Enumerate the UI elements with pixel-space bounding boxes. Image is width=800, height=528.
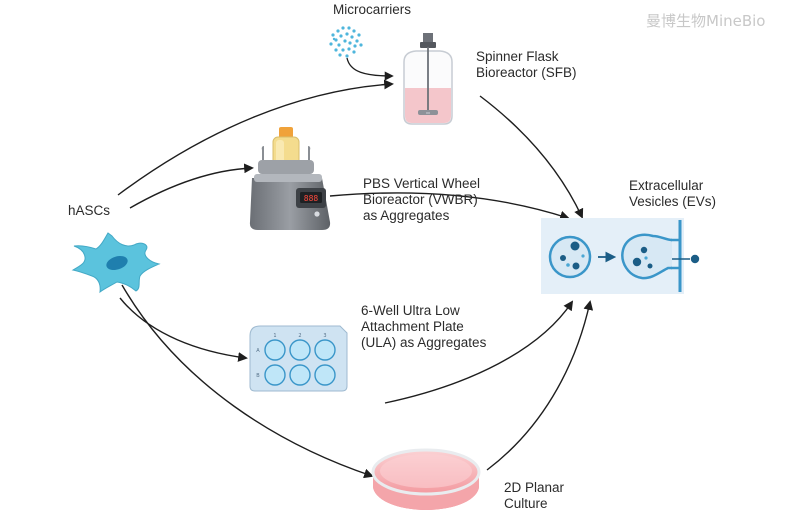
- plate-row-label: A: [256, 348, 260, 354]
- extracellular-vesicles-label: Extracellular Vesicles (EVs): [629, 178, 716, 210]
- vwbr-display: 888: [304, 194, 319, 203]
- arrow-sfb-to-evs: [479, 95, 584, 219]
- plate-row-label: B: [256, 373, 260, 379]
- petri-dish-icon: [371, 448, 481, 510]
- label-line: PBS Vertical Wheel: [363, 176, 481, 191]
- spinner-flask-label: Spinner Flask Bioreactor (SFB): [476, 49, 577, 81]
- microcarriers-icon: [329, 26, 363, 58]
- arrow-hascs-to-planar: [121, 284, 374, 479]
- ula-plate-label: 6-Well Ultra Low Attachment Plate (ULA) …: [361, 303, 486, 351]
- arrow-planar-to-evs: [486, 300, 594, 471]
- vwbr-bioreactor-icon: 888: [249, 127, 331, 230]
- ev-secretion-icon: [541, 218, 700, 294]
- arrow-vwbr-to-evs: [329, 192, 570, 221]
- label-line: (ULA) as Aggregates: [361, 335, 487, 350]
- microcarriers-label: Microcarriers: [333, 2, 412, 17]
- spinner-flask-icon: [403, 33, 453, 125]
- arrow-ula-to-evs: [384, 300, 574, 404]
- arrow-hascs-to-vwbr: [129, 163, 254, 209]
- ula-plate-icon: 1 2 3 A B: [249, 325, 348, 392]
- vwbr-label: PBS Vertical Wheel Bioreactor (VWBR) as …: [363, 176, 480, 224]
- label-line: Spinner Flask: [476, 49, 559, 64]
- label-line: Bioreactor (SFB): [476, 65, 577, 80]
- label-line: 6-Well Ultra Low: [361, 303, 460, 318]
- arrow-hascs-to-ula: [119, 297, 248, 362]
- label-line: Culture: [504, 496, 548, 511]
- plate-col-label: 1: [273, 333, 276, 339]
- arrow-microcarriers-to-sfb: [346, 57, 394, 81]
- label-line: Attachment Plate: [361, 319, 464, 334]
- label-line: 2D Planar: [504, 480, 565, 495]
- planar-culture-label: 2D Planar Culture: [504, 480, 564, 512]
- label-line: as Aggregates: [363, 208, 450, 223]
- plate-col-label: 3: [323, 333, 326, 339]
- plate-col-label: 2: [298, 333, 301, 339]
- arrow-hascs-to-sfb: [117, 79, 394, 196]
- label-line: Vesicles (EVs): [629, 194, 717, 209]
- hascs-label: hASCs: [68, 203, 111, 218]
- arrows: [117, 57, 594, 479]
- label-line: Extracellular: [629, 178, 704, 193]
- watermark: 曼博生物MineBio: [646, 12, 766, 30]
- hasc-cell-icon: [71, 232, 161, 294]
- label-line: Bioreactor (VWBR): [363, 192, 478, 207]
